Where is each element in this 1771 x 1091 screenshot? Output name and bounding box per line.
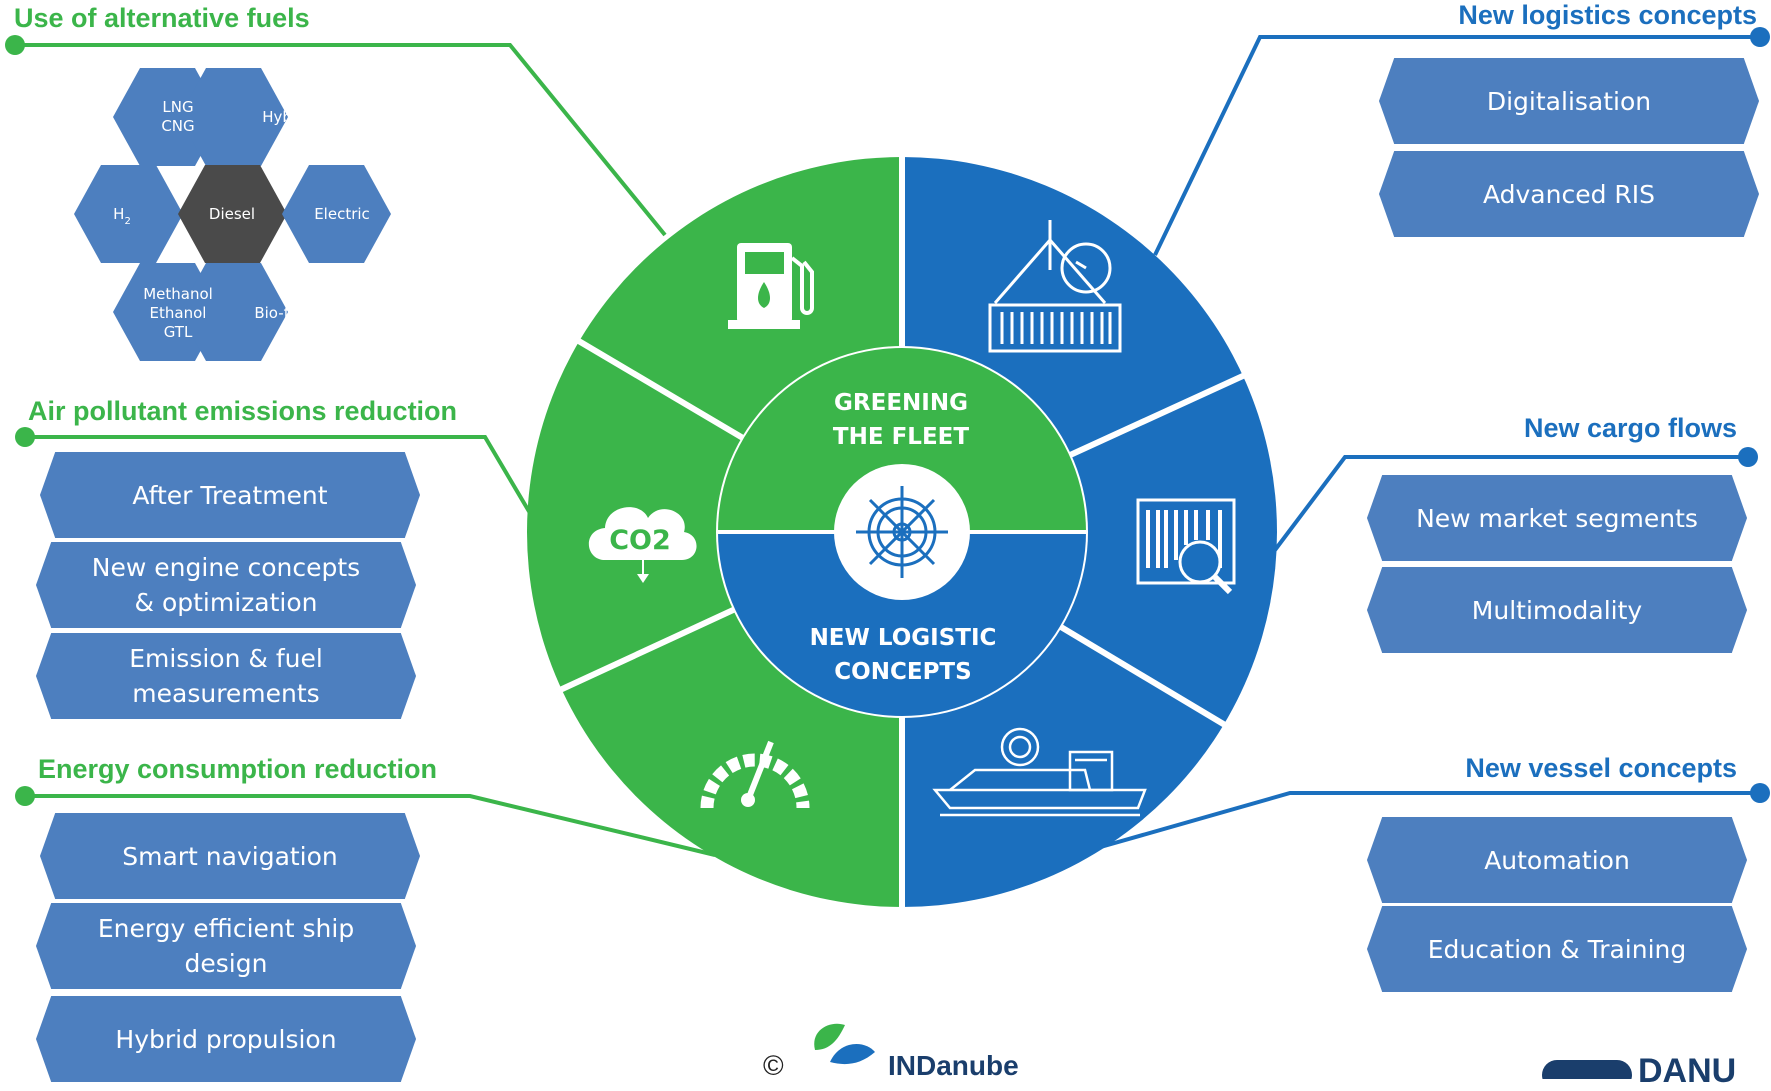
svg-text:CO2: CO2 (609, 525, 671, 556)
center-top-line1: GREENING (834, 390, 968, 416)
ship-wheel-icon (856, 486, 948, 578)
dot-energy (15, 786, 35, 806)
indanube-logo-text: INDanube (888, 1050, 1019, 1081)
hex-label-cng: CNG (161, 117, 194, 135)
hex-label-biofuels: Bio-fuels (254, 304, 320, 322)
connector-energy (25, 794, 716, 857)
hex-hybrid (179, 68, 288, 166)
connector-dots (5, 27, 1770, 806)
dot-logistics (1750, 27, 1770, 47)
fuel-hexagons: LNG CNG Hybrid H2 Diesel Electric Methan… (74, 68, 391, 361)
dot-air-pollutant (15, 427, 35, 447)
item-new-market-segments: New market segments (1367, 475, 1747, 561)
speedometer-icon (700, 740, 810, 809)
connector-vessel (1089, 791, 1760, 852)
co2-cloud-icon: CO2 (588, 507, 697, 583)
hex-label-lng: LNG (162, 98, 193, 116)
inner-bottom-blue (718, 532, 1086, 716)
center-top-line2: THE FLEET (833, 424, 969, 450)
wheel-left-green (527, 157, 902, 907)
hex-electric (282, 165, 391, 263)
fuel-pump-icon (728, 243, 814, 329)
item-hybrid-propulsion: Hybrid propulsion (36, 996, 416, 1082)
item-multimodality: Multimodality (1367, 567, 1747, 653)
dot-alt-fuels (5, 35, 25, 55)
barcode-search-icon (1136, 498, 1236, 595)
center-wheel: GREENING THE FLEET NEW LOGISTIC CONCEPTS… (527, 150, 1277, 914)
hex-label-diesel: Diesel (209, 205, 255, 223)
center-bottom-line1: NEW LOGISTIC (810, 625, 997, 651)
indanube-logo-mark (814, 1023, 875, 1065)
hex-label-ethanol: Ethanol (150, 304, 207, 322)
hex-label-gtl: GTL (164, 323, 193, 341)
section-title-air-pollutant: Air pollutant emissions reduction (28, 396, 458, 426)
item-automation: Automation (1367, 817, 1747, 903)
item-after-treatment: After Treatment (40, 452, 420, 538)
hex-biofuels (179, 263, 288, 361)
danube-logo-text: DANU (1638, 1052, 1737, 1090)
section-title-logistics: New logistics concepts (1458, 0, 1757, 30)
item-emission-measurements: Emission & fuel measurements (36, 633, 416, 719)
dot-cargo (1738, 447, 1758, 467)
hex-label-electric: Electric (314, 205, 370, 223)
item-advanced-ris: Advanced RIS (1379, 151, 1759, 237)
ship-icon (932, 727, 1147, 817)
item-engine-concepts: New engine concepts & optimization (36, 542, 416, 628)
copyright-symbol: © (763, 1050, 784, 1081)
connector-air-pollutant (25, 435, 542, 532)
section-title-alt-fuels: Use of alternative fuels (14, 3, 310, 33)
section-title-vessel: New vessel concepts (1465, 753, 1737, 783)
hex-diesel (178, 165, 287, 263)
hex-label-hybrid: Hybrid (262, 108, 312, 126)
item-energy-efficient-design: Energy efficient ship design (36, 903, 416, 989)
item-smart-navigation: Smart navigation (40, 813, 420, 899)
section-title-energy: Energy consumption reduction (38, 754, 438, 784)
connector-alt-fuels (15, 43, 667, 237)
wheel-right-blue (902, 157, 1277, 907)
item-education-training: Education & Training (1367, 906, 1747, 992)
hex-label-methanol: Methanol (143, 285, 213, 303)
dot-vessel (1750, 783, 1770, 803)
connector-lines (15, 35, 1760, 857)
connector-cargo (1273, 455, 1748, 552)
center-bottom-line2: CONCEPTS (834, 659, 971, 685)
connector-logistics (1153, 35, 1760, 256)
danube-logo-mark (1542, 1060, 1632, 1079)
container-crane-icon (988, 220, 1122, 353)
section-title-cargo: New cargo flows (1523, 413, 1737, 443)
item-digitalisation: Digitalisation (1379, 58, 1759, 144)
inner-top-green (718, 348, 1086, 532)
hex-label-h2: H2 (113, 205, 131, 227)
hex-h2 (74, 165, 183, 263)
